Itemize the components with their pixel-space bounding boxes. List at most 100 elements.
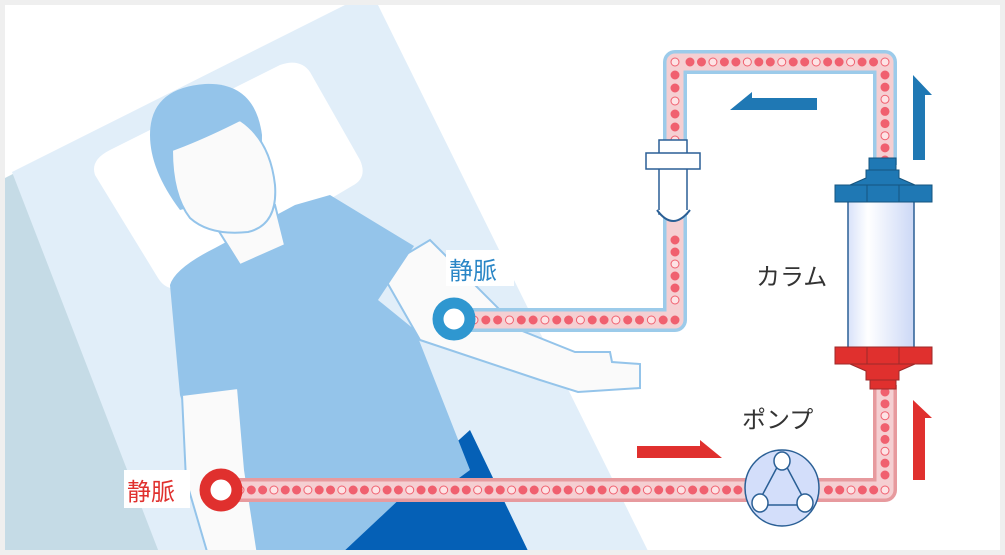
arrow-up-icon	[913, 400, 932, 480]
plasma-cell	[880, 485, 890, 495]
blood-cell	[823, 485, 833, 495]
plasma-cell	[710, 485, 720, 495]
arrow-up-icon	[913, 75, 932, 160]
blood-cell	[326, 485, 336, 495]
plasma-cell	[507, 485, 517, 495]
plasma-cell	[670, 259, 680, 269]
plasma-cell	[541, 485, 551, 495]
adsorption-column	[834, 157, 933, 390]
blood-cell	[880, 106, 890, 116]
blood-cell	[670, 315, 680, 325]
blood-cell	[620, 485, 630, 495]
draw-vein-label: 静脈	[127, 478, 175, 506]
plasma-cell	[670, 96, 680, 106]
plasma-cell	[473, 485, 483, 495]
blood-cell	[869, 57, 879, 67]
blood-cell	[314, 485, 324, 495]
blood-cell	[484, 485, 494, 495]
blood-cell	[880, 434, 890, 444]
blood-cell	[528, 315, 538, 325]
plasma-cell	[880, 57, 890, 67]
patient-face	[170, 118, 277, 234]
blood-cell	[631, 485, 641, 495]
plasma-cell	[777, 57, 787, 67]
blood-cell	[450, 485, 460, 495]
blood-cell	[880, 70, 890, 80]
plasma-cell	[676, 485, 686, 495]
blood-cell	[563, 485, 573, 495]
blood-cell	[722, 485, 732, 495]
pump-label: ポンプ	[742, 406, 813, 434]
blood-cell	[416, 485, 426, 495]
pump	[744, 449, 820, 527]
blood-cell	[670, 283, 680, 293]
blood-cell	[880, 143, 890, 153]
column-label: カラム	[756, 263, 827, 291]
return-vein-label: 静脈	[449, 257, 497, 285]
arrow-right-icon	[637, 440, 722, 458]
blood-cell	[516, 315, 526, 325]
blood-cell	[869, 485, 879, 495]
blood-cell	[670, 83, 680, 93]
plasma-cell	[371, 485, 381, 495]
blood-cell	[597, 485, 607, 495]
blood-cell	[834, 57, 844, 67]
blood-cell	[599, 315, 609, 325]
blood-cell	[246, 485, 256, 495]
plasma-cell	[670, 295, 680, 305]
blood-cell	[719, 57, 729, 67]
blood-cell	[382, 485, 392, 495]
blood-cell	[623, 315, 633, 325]
blood-cell	[359, 485, 369, 495]
blood-cell	[292, 485, 302, 495]
blood-cell	[696, 57, 706, 67]
diagram-canvas: 静脈 静脈 カラム ポンプ	[5, 5, 1000, 550]
blood-cell	[393, 485, 403, 495]
return-vein-port	[432, 297, 476, 341]
plasma-cell	[880, 94, 890, 104]
blood-cell	[552, 485, 562, 495]
plasma-cell	[742, 57, 752, 67]
draw-vein-port	[199, 468, 243, 512]
plasma-cell	[646, 315, 656, 325]
blood-cell	[731, 57, 741, 67]
blood-cell	[658, 315, 668, 325]
blood-cell	[699, 485, 709, 495]
plasma-cell	[269, 485, 279, 495]
blood-cell	[880, 119, 890, 129]
blood-cell	[754, 57, 764, 67]
plasma-cell	[846, 57, 856, 67]
blood-cell	[880, 470, 890, 480]
blood-cell	[258, 485, 268, 495]
blood-cell	[518, 485, 528, 495]
plasma-cell	[708, 57, 718, 67]
blood-cell	[685, 57, 695, 67]
blood-cell	[670, 271, 680, 281]
blood-cell	[493, 315, 503, 325]
blood-cell	[348, 485, 358, 495]
blood-cell	[529, 485, 539, 495]
plasma-cell	[405, 485, 415, 495]
blood-cell	[670, 109, 680, 119]
blood-cell	[857, 57, 867, 67]
blood-cell	[586, 485, 596, 495]
blood-cell	[880, 82, 890, 92]
plasma-cell	[504, 315, 514, 325]
blood-cells	[235, 57, 890, 495]
plasma-cell	[611, 315, 621, 325]
blood-cell	[427, 485, 437, 495]
plasma-cell	[880, 131, 890, 141]
plasma-cell	[303, 485, 313, 495]
blood-cell	[481, 315, 491, 325]
plasma-cell	[880, 411, 890, 421]
plasma-cell	[439, 485, 449, 495]
blood-cell	[670, 247, 680, 257]
blood-cell	[688, 485, 698, 495]
plasma-cell	[608, 485, 618, 495]
arrow-left-icon	[730, 92, 817, 110]
blood-cell	[635, 315, 645, 325]
blood-cell	[670, 235, 680, 245]
plasma-cell	[846, 485, 856, 495]
blood-cell	[857, 485, 867, 495]
blood-cell	[654, 485, 664, 495]
